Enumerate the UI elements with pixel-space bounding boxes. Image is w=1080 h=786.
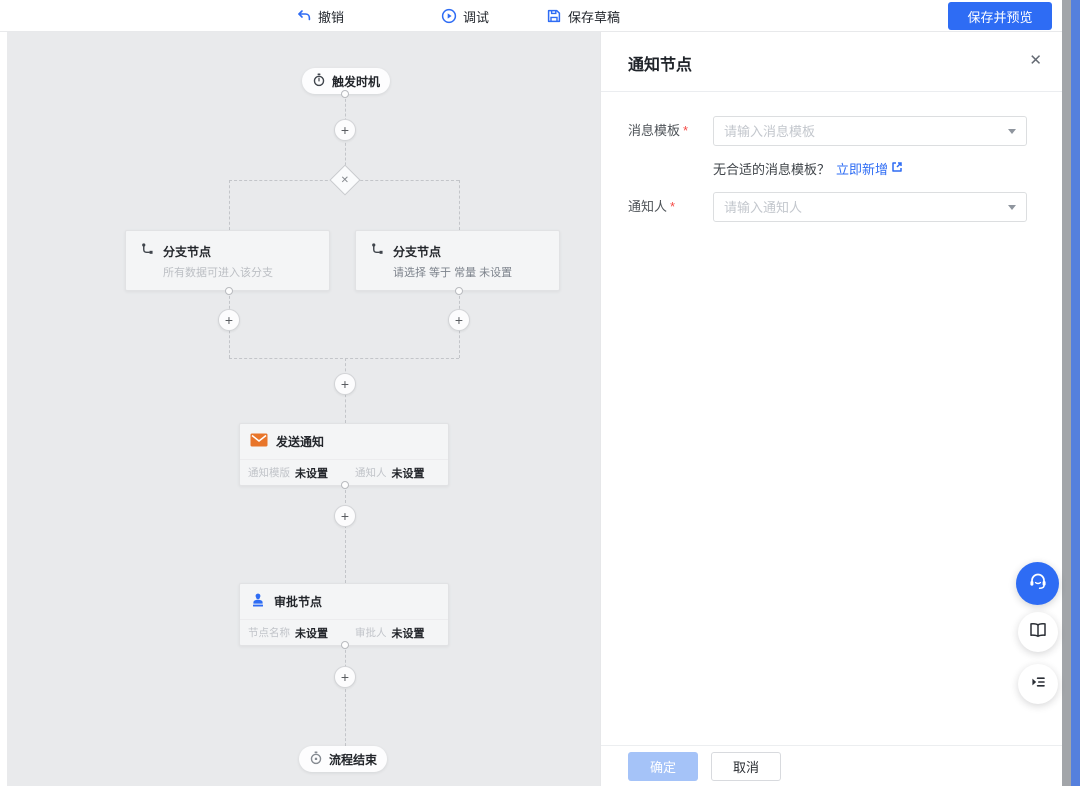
cancel-button[interactable]: 取消 bbox=[711, 752, 781, 781]
node-field-label: 通知人 bbox=[355, 467, 387, 479]
branch-node-subtitle: 所有数据可进入该分支 bbox=[163, 267, 273, 279]
trigger-node[interactable]: 触发时机 bbox=[302, 68, 390, 94]
add-node-button[interactable]: + bbox=[218, 309, 240, 331]
save-draft-button[interactable]: 保存草稿 bbox=[546, 0, 620, 32]
connector-dot bbox=[341, 90, 349, 98]
panel-footer: 确定 取消 bbox=[601, 745, 1063, 786]
headset-icon bbox=[1027, 570, 1049, 597]
branch-node-right[interactable]: 分支节点 请选择 等于 常量 未设置 bbox=[355, 230, 560, 291]
message-template-select[interactable] bbox=[713, 116, 1027, 146]
connector-dot bbox=[341, 641, 349, 649]
plus-icon: + bbox=[340, 508, 350, 524]
envelope-icon bbox=[250, 433, 268, 450]
panel-title: 通知节点 bbox=[628, 57, 693, 74]
open-book-icon bbox=[1028, 620, 1048, 645]
window-edge bbox=[1071, 0, 1080, 786]
add-node-button[interactable]: + bbox=[334, 119, 356, 141]
plus-icon: + bbox=[340, 669, 350, 685]
branch-node-title: 分支节点 bbox=[393, 244, 442, 259]
node-field-value: 未设置 bbox=[391, 627, 425, 640]
plus-icon: + bbox=[340, 122, 350, 138]
connector-dot bbox=[225, 287, 233, 295]
connector-dot bbox=[341, 481, 349, 489]
add-template-link[interactable]: 立即新增 bbox=[836, 159, 903, 178]
external-link-icon bbox=[891, 161, 903, 176]
save-and-preview-button[interactable]: 保存并预览 bbox=[948, 2, 1052, 30]
add-node-button[interactable]: + bbox=[334, 505, 356, 527]
required-mark: * bbox=[670, 199, 676, 214]
node-field-value: 未设置 bbox=[295, 627, 328, 640]
node-field-label: 通知模版 bbox=[248, 467, 290, 479]
branch-node-left[interactable]: 分支节点 所有数据可进入该分支 bbox=[125, 230, 330, 291]
connector-line bbox=[229, 358, 459, 359]
connector-line bbox=[229, 180, 230, 230]
notify-person-label: 通知人* bbox=[628, 199, 676, 214]
flow-canvas[interactable]: 触发时机 + ✕ 分支节点 所有数据可进入该分支 分支节点 请选择 bbox=[0, 32, 600, 786]
list-icon bbox=[1028, 672, 1048, 697]
add-node-button[interactable]: + bbox=[448, 309, 470, 331]
send-notification-node[interactable]: 发送通知 通知模版 未设置 通知人 未设置 bbox=[239, 423, 449, 486]
toolbar: 撤销 调试 保存草稿 保存并预览 bbox=[0, 0, 1080, 32]
plus-icon: + bbox=[224, 312, 234, 328]
customer-service-button[interactable] bbox=[1016, 562, 1059, 605]
debug-label: 调试 bbox=[463, 9, 490, 25]
plus-icon: + bbox=[340, 376, 350, 392]
undo-button[interactable]: 撤销 bbox=[296, 0, 344, 32]
branch-node-title: 分支节点 bbox=[163, 244, 212, 259]
changelog-button[interactable] bbox=[1018, 664, 1058, 704]
end-node[interactable]: 流程结束 bbox=[299, 746, 387, 772]
connector-line bbox=[345, 645, 346, 746]
helper-text: 无合适的消息模板？ bbox=[713, 162, 831, 177]
message-template-row: 消息模板* bbox=[601, 116, 1063, 146]
notify-person-row: 通知人* bbox=[601, 192, 1063, 222]
node-field-value: 未设置 bbox=[295, 467, 328, 480]
gateway-x-icon: ✕ bbox=[340, 174, 350, 186]
message-template-label: 消息模板* bbox=[628, 123, 689, 138]
exclusive-gateway-node[interactable]: ✕ bbox=[329, 164, 361, 196]
connector-line bbox=[345, 485, 346, 583]
save-draft-label: 保存草稿 bbox=[568, 9, 621, 25]
confirm-button[interactable]: 确定 bbox=[628, 752, 698, 781]
node-title: 审批节点 bbox=[274, 595, 323, 609]
add-node-button[interactable]: + bbox=[334, 373, 356, 395]
end-node-label: 流程结束 bbox=[328, 752, 377, 767]
message-template-input[interactable] bbox=[713, 116, 1027, 146]
stamp-icon bbox=[250, 592, 266, 611]
connector-dot bbox=[455, 287, 463, 295]
node-field-value: 未设置 bbox=[391, 467, 425, 480]
save-icon bbox=[546, 8, 562, 24]
plus-icon: + bbox=[454, 312, 464, 328]
notify-person-select[interactable] bbox=[713, 192, 1027, 222]
branch-node-subtitle: 请选择 等于 常量 未设置 bbox=[393, 267, 513, 279]
stop-clock-icon bbox=[309, 751, 323, 768]
undo-icon bbox=[296, 8, 312, 24]
node-field-label: 节点名称 bbox=[248, 627, 290, 639]
add-node-button[interactable]: + bbox=[334, 666, 356, 688]
notify-person-input[interactable] bbox=[713, 192, 1027, 222]
node-field-label: 审批人 bbox=[355, 627, 387, 639]
connector-line bbox=[459, 180, 460, 230]
docs-button[interactable] bbox=[1018, 612, 1058, 652]
panel-header: 通知节点 ✕ bbox=[601, 32, 1062, 92]
play-circle-icon bbox=[441, 8, 457, 24]
notification-node-panel: 通知节点 ✕ 消息模板* 无合适的消息模板？ 立即新增 通知人* bbox=[600, 32, 1063, 786]
close-icon[interactable]: ✕ bbox=[1029, 52, 1042, 69]
undo-label: 撤销 bbox=[318, 9, 345, 25]
approval-node[interactable]: 审批节点 节点名称 未设置 审批人 未设置 bbox=[239, 583, 449, 646]
trigger-node-label: 触发时机 bbox=[331, 74, 380, 89]
template-helper: 无合适的消息模板？ 立即新增 bbox=[713, 159, 903, 178]
scrollbar[interactable] bbox=[1062, 0, 1071, 786]
required-mark: * bbox=[683, 123, 689, 138]
branch-icon bbox=[370, 242, 385, 260]
node-title: 发送通知 bbox=[276, 435, 325, 449]
debug-button[interactable]: 调试 bbox=[441, 0, 489, 32]
stopwatch-icon bbox=[312, 73, 326, 90]
branch-icon bbox=[140, 242, 155, 260]
